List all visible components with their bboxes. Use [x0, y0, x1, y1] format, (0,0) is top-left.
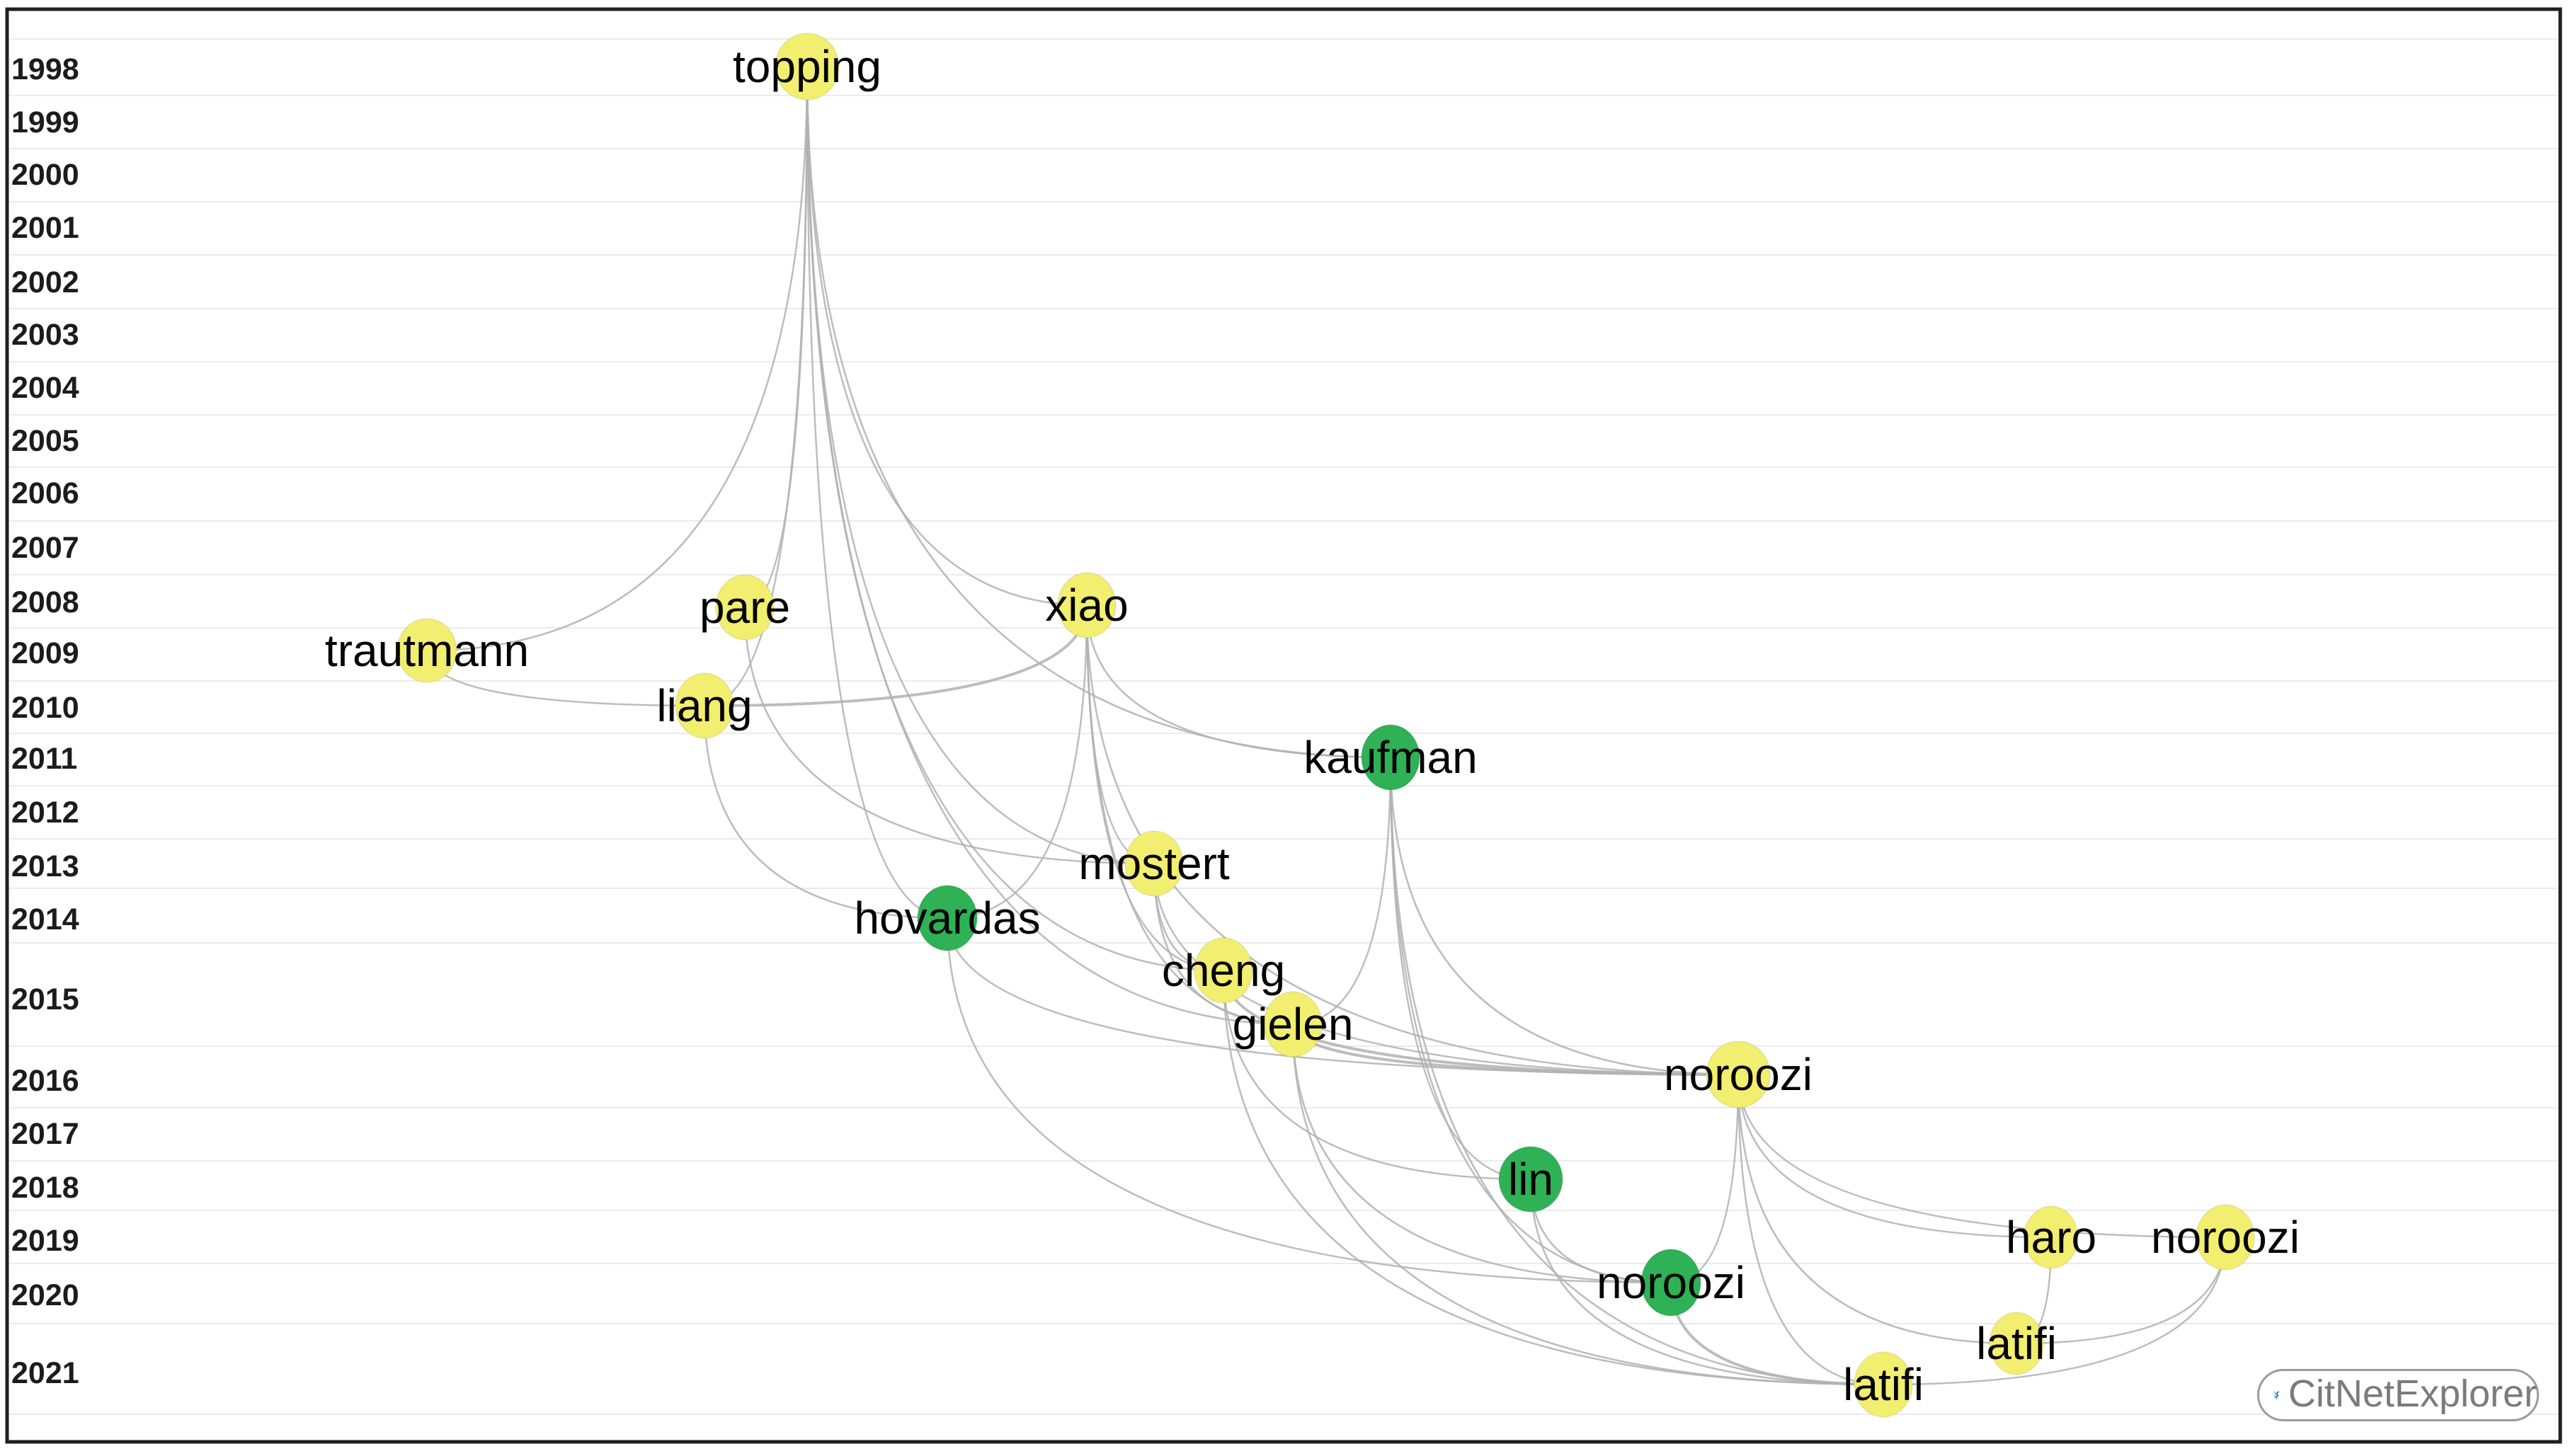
citation-edge-hovardas-topping [806, 65, 949, 919]
citation-edge-kaufman-topping [806, 65, 1392, 759]
publication-label-noroozi2020: noroozi [1597, 1257, 1745, 1308]
citnetexplorer-badge: CitNetExplorer [2257, 1369, 2539, 1421]
publication-node-pare[interactable] [715, 574, 775, 641]
citation-edge-latifi_b-kaufman [1389, 756, 1885, 1386]
publication-label-cheng: cheng [1162, 945, 1285, 996]
year-label-2000: 2000 [11, 158, 79, 192]
publication-node-trautmann[interactable] [396, 618, 457, 683]
citation-edge-gielen-kaufman [1291, 756, 1392, 1026]
year-label-2012: 2012 [11, 796, 79, 830]
year-label-2005: 2005 [11, 424, 79, 458]
citation-edge-liang-topping [703, 65, 809, 707]
citation-edge-trautmann-topping [426, 65, 809, 652]
citation-edge-noroozi2016-kaufman [1389, 756, 1740, 1076]
year-label-2021: 2021 [11, 1356, 79, 1390]
publication-label-latifi_b: latifi [1843, 1359, 1924, 1410]
citation-edge-xiao-topping [806, 65, 1088, 607]
citation-edge-latifi_b-cheng [1222, 969, 1885, 1386]
citation-edge-noroozi2020-gielen [1291, 1023, 1672, 1284]
year-label-2020: 2020 [11, 1278, 79, 1312]
publication-node-gielen[interactable] [1263, 991, 1323, 1057]
publication-label-liang: liang [656, 680, 752, 731]
publication-label-noroozi2019: noroozi [2151, 1212, 2300, 1263]
publication-label-kaufman: kaufman [1303, 732, 1477, 783]
publication-labels: topping pare xiao trautmann liang kaufman most… [325, 41, 2300, 1410]
publication-label-pare: pare [700, 582, 790, 633]
year-label-2001: 2001 [11, 211, 79, 245]
citation-edge-kaufman-xiao [1085, 604, 1392, 759]
publication-label-noroozi2016: noroozi [1664, 1049, 1813, 1100]
publication-label-latifi_a: latifi [1976, 1318, 2057, 1369]
publication-node-liang[interactable] [675, 672, 734, 739]
citation-edge-gielen-topping [806, 65, 1294, 1026]
citation-edge-lin-cheng [1222, 969, 1532, 1181]
publication-node-noroozi2020[interactable] [1640, 1249, 1701, 1317]
year-label-2006: 2006 [11, 476, 79, 510]
citation-edge-lin-kaufman [1389, 756, 1532, 1181]
year-gridlines [9, 38, 2558, 1415]
publication-node-latifi_a[interactable] [1989, 1312, 2044, 1375]
year-label-2010: 2010 [11, 691, 79, 725]
year-label-2017: 2017 [11, 1117, 79, 1151]
citation-edge-haro-noroozi2016 [1737, 1073, 2053, 1239]
year-label-2008: 2008 [11, 585, 79, 619]
publication-node-lin[interactable] [1498, 1146, 1563, 1213]
citation-edge-latifi_b-noroozi2016 [1737, 1073, 1885, 1386]
publication-node-kaufman[interactable] [1361, 724, 1420, 791]
year-label-2003: 2003 [11, 318, 79, 352]
publication-label-mostert: mostert [1078, 838, 1230, 889]
year-label-2014: 2014 [11, 902, 79, 936]
publication-node-hovardas[interactable] [917, 885, 978, 951]
citnetexplorer-badge-label: CitNetExplorer [2288, 1372, 2537, 1415]
citation-edge-noroozi2020-hovardas [946, 917, 1672, 1284]
citation-edge-latifi_a-noroozi2016 [1737, 1073, 2018, 1345]
publication-node-cheng[interactable] [1194, 937, 1253, 1004]
publication-nodes [396, 33, 2255, 1418]
year-label-2015: 2015 [11, 982, 79, 1016]
citation-edge-latifi_b-gielen [1291, 1023, 1885, 1386]
publication-label-topping: topping [733, 41, 881, 92]
year-label-1999: 1999 [11, 105, 79, 139]
year-label-2009: 2009 [11, 636, 79, 670]
citation-edge-mostert-pare [743, 606, 1155, 865]
year-label-2007: 2007 [11, 531, 79, 565]
publication-node-topping[interactable] [775, 33, 840, 101]
year-label-2016: 2016 [11, 1064, 79, 1098]
year-label-2002: 2002 [11, 265, 79, 299]
publication-label-lin: lin [1508, 1154, 1553, 1205]
citation-edge-hovardas-liang [703, 704, 949, 919]
chart-frame [5, 7, 2562, 1444]
citation-edge-noroozi2019-noroozi2016 [1737, 1073, 2227, 1239]
publication-node-haro[interactable] [2024, 1205, 2079, 1269]
publication-label-gielen: gielen [1233, 999, 1354, 1050]
publication-label-trautmann: trautmann [325, 625, 529, 676]
citation-edge-cheng-xiao [1085, 604, 1225, 972]
publication-label-haro: haro [2006, 1212, 2096, 1263]
year-label-2013: 2013 [11, 849, 79, 883]
citation-edge-pare-topping [743, 65, 809, 609]
citnetexplorer-logo-icon [2273, 1391, 2279, 1399]
citation-edge-mostert-topping [806, 65, 1155, 865]
year-label-2011: 2011 [11, 742, 77, 776]
year-label-2004: 2004 [11, 371, 79, 405]
year-label-1998: 1998 [11, 52, 79, 86]
publication-node-mostert[interactable] [1124, 830, 1184, 897]
publication-label-xiao: xiao [1045, 580, 1128, 631]
year-axis: 1998 1999 2000 2001 2002 2003 2004 2005 2006 2007… [11, 52, 79, 1390]
publication-node-latifi_b[interactable] [1854, 1351, 1913, 1418]
publication-label-hovardas: hovardas [854, 893, 1040, 944]
citation-edge-latifi_b-lin [1529, 1178, 1885, 1386]
publication-node-noroozi2019[interactable] [2196, 1204, 2255, 1271]
citation-edge-gielen-mostert [1153, 862, 1294, 1026]
year-label-2018: 2018 [11, 1171, 79, 1205]
citation-edge-hovardas-xiao [946, 604, 1088, 919]
citation-edge-latifi_b-noroozi2019 [1882, 1236, 2227, 1386]
citation-edge-mostert-xiao [1085, 604, 1155, 865]
year-label-2019: 2019 [11, 1224, 79, 1258]
publication-node-noroozi2016[interactable] [1706, 1041, 1771, 1108]
publication-node-xiao[interactable] [1057, 572, 1117, 638]
